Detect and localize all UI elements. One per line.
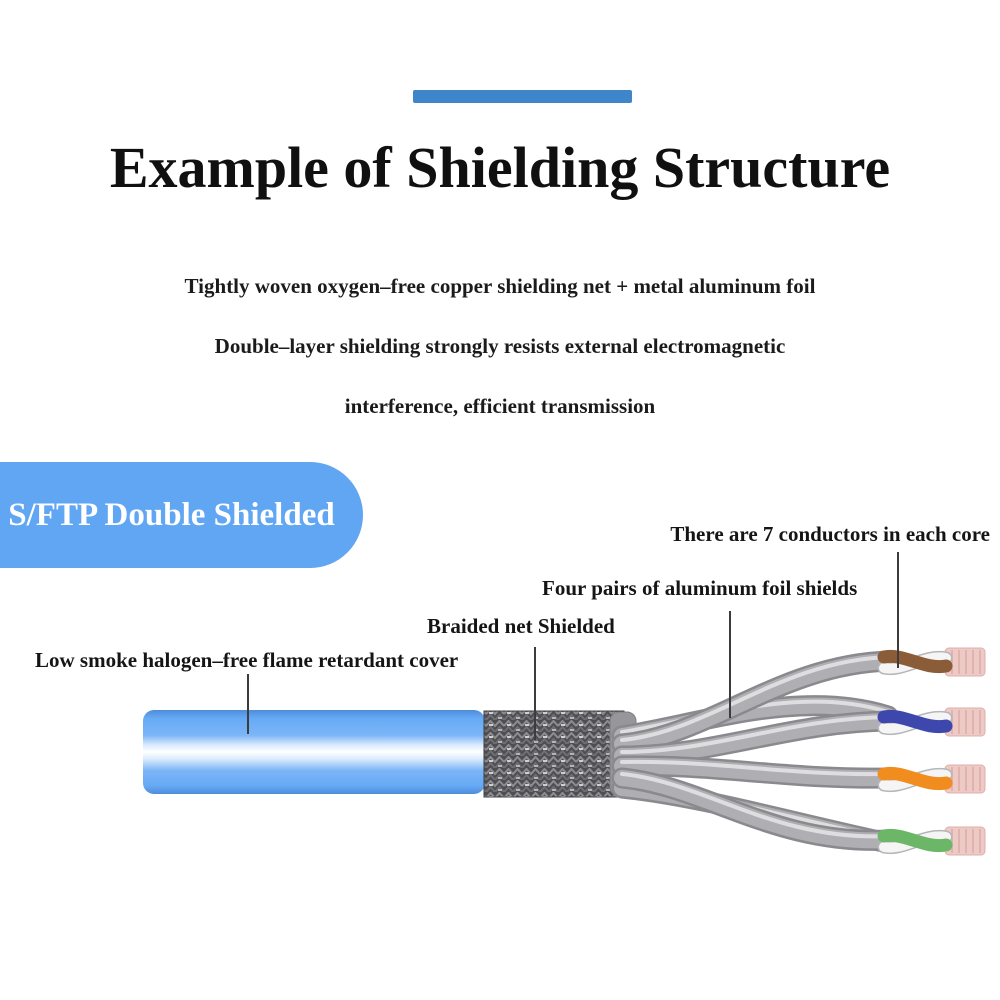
conductor-strands	[951, 710, 981, 734]
pair-colored-wire	[877, 828, 953, 853]
banner-label: S/FTP Double Shielded	[8, 496, 335, 533]
pair-colored-wire	[877, 709, 953, 734]
foil-tube	[611, 650, 901, 755]
cable-jacket	[143, 710, 485, 794]
foil-tube	[611, 710, 901, 767]
twisted-pair-brown	[877, 647, 986, 677]
conductor-strands	[951, 650, 981, 674]
foil-tube	[611, 767, 901, 851]
leader-line-jacket	[247, 674, 249, 734]
twisted-pair-green	[877, 826, 986, 856]
leader-line-foil	[729, 611, 731, 718]
title-accent-bar	[413, 90, 632, 103]
conductor-strands	[951, 829, 981, 853]
subtitle-line: Tightly woven oxygen–free copper shieldi…	[184, 274, 816, 298]
label-foil-shields: Four pairs of aluminum foil shields	[542, 576, 858, 600]
conductor-strands	[951, 767, 981, 791]
label-flame-retardant-cover: Low smoke halogen–free flame retardant c…	[35, 648, 459, 672]
braided-shield	[483, 710, 625, 798]
label-braided-net: Braided net Shielded	[427, 614, 615, 638]
twisted-pair-orange	[877, 764, 986, 794]
foil-bundle	[609, 650, 901, 854]
leader-line-conductors	[897, 552, 899, 668]
subtitle-block: Tightly woven oxygen–free copper shieldi…	[0, 256, 1000, 436]
page-title: Example of Shielding Structure	[109, 135, 891, 200]
pair-colored-wire	[877, 766, 953, 791]
label-conductors-per-core: There are 7 conductors in each core	[670, 522, 990, 546]
leader-line-braid	[534, 647, 536, 740]
foil-tube	[611, 755, 901, 789]
twisted-pair-blue	[877, 707, 986, 737]
subtitle-line: Double–layer shielding strongly resists …	[214, 334, 786, 358]
sftp-banner: S/FTP Double Shielded	[0, 462, 363, 568]
pair-colored-wire	[877, 649, 953, 674]
subtitle-line: interference, efficient transmission	[344, 394, 656, 418]
